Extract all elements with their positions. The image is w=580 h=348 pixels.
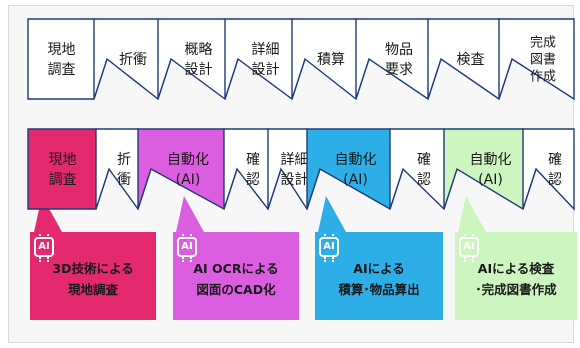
chevron-label-sekkou: 折衝 <box>119 52 147 68</box>
callout-balloon <box>30 196 156 320</box>
chevron-label-genchi: 現地 <box>48 42 76 58</box>
ai-chip-icon: AI <box>319 234 339 260</box>
chevron-label-shousai: 設計 <box>252 62 280 78</box>
callout-ocr: AI AI OCRによる 図面のCAD化 <box>173 232 299 320</box>
chevron-label-kansei: 完成 <box>530 36 556 51</box>
chevron-label-buppin: 要求 <box>385 62 413 78</box>
callout-genchi: AI 3D技術による 現地調査 <box>30 232 156 320</box>
callout-line: 積算･物品算出 <box>338 282 420 297</box>
chevron-label-buppin: 物品 <box>385 42 413 58</box>
chevron-label-auto3: (AI) <box>478 172 503 188</box>
chevron-label-shousai: 設計 <box>281 172 309 188</box>
chevron-label-auto2: (AI) <box>343 172 368 188</box>
chevron-label-kensa: 検査 <box>457 52 485 68</box>
ai-chip-icon: AI <box>177 234 197 260</box>
callout-line: AIによる検査 <box>477 261 555 276</box>
chevron-label-genchi: 調査 <box>49 172 77 188</box>
callout-balloon <box>315 196 443 320</box>
callout-line: 現地調査 <box>67 282 118 297</box>
chevron-label-kansei: 図書 <box>530 53 556 68</box>
chevron-kansei <box>498 18 575 101</box>
chevron-label-kakunin2: 認 <box>417 172 431 188</box>
chevron-auto1 <box>137 128 238 211</box>
callout-balloon <box>173 196 299 320</box>
callout-line: ･完成図書作成 <box>475 282 557 297</box>
callout-line: AI OCRによる <box>193 261 279 276</box>
callout-line: 図面のCAD化 <box>196 282 276 297</box>
chevron-label-shousai: 詳細 <box>252 42 280 58</box>
chevron-label-shousai: 詳細 <box>281 152 309 168</box>
callout-line: 3D技術による <box>52 261 134 276</box>
chevron-label-auto1: 自動化 <box>167 152 209 168</box>
callout-balloon <box>455 196 577 320</box>
chevron-label-sekkou: 衝 <box>117 172 131 188</box>
chevron-label-kakunin1: 認 <box>246 172 260 188</box>
callout-line: AIによる <box>353 261 405 276</box>
chevron-auto3 <box>443 128 537 211</box>
chevron-label-gairyaku: 設計 <box>185 62 213 78</box>
chevron-label-sekisan: 積算 <box>317 52 345 68</box>
chevron-auto2 <box>306 128 404 211</box>
callout-kensa: AI AIによる検査 ･完成図書作成 <box>455 232 577 320</box>
chevron-label-genchi: 調査 <box>48 62 76 78</box>
chevron-label-kakunin2: 確 <box>417 152 431 168</box>
chevron-label-kansei: 作成 <box>530 70 556 85</box>
chevron-label-auto1: (AI) <box>176 172 201 188</box>
chevron-label-kakunin3: 確 <box>548 152 562 168</box>
chevron-label-auto3: 自動化 <box>470 152 512 168</box>
chevron-kakunin3 <box>522 128 575 211</box>
chevron-label-auto2: 自動化 <box>335 152 377 168</box>
chevron-label-kakunin3: 認 <box>548 172 562 188</box>
callout-sekisan: AI AIによる 積算･物品算出 <box>315 232 443 320</box>
ai-chip-icon: AI <box>459 234 479 260</box>
chevron-label-gairyaku: 概略 <box>185 42 213 58</box>
chevron-label-kakunin1: 確 <box>246 152 260 168</box>
ai-chip-icon: AI <box>34 234 54 260</box>
chevron-label-sekkou: 折 <box>117 152 131 168</box>
chevron-label-genchi: 現地 <box>49 152 77 168</box>
